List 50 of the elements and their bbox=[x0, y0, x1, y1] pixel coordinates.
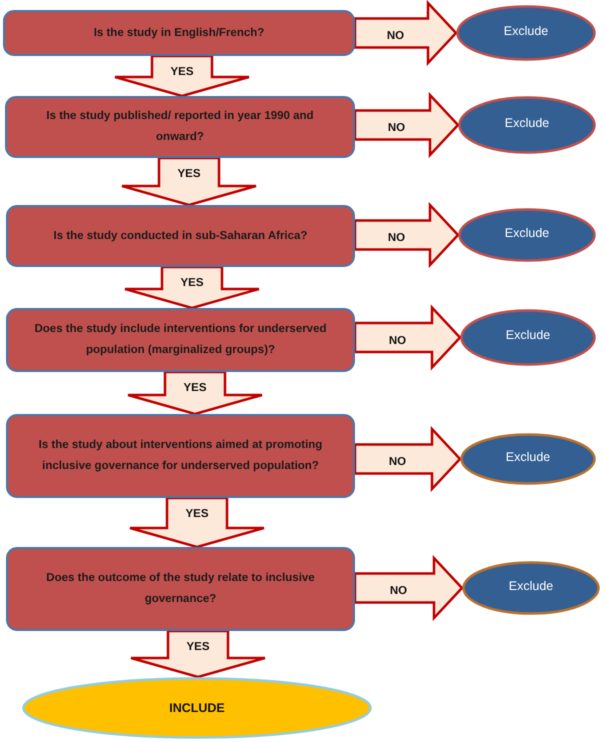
edge-label: NO bbox=[386, 29, 404, 43]
block-arrow bbox=[354, 554, 464, 622]
exclude-ellipse bbox=[462, 561, 600, 615]
edge-label: YES bbox=[186, 507, 208, 521]
question-text: Is the study published/ reported in year 1990 and onward? bbox=[45, 109, 315, 145]
edge-label: NO bbox=[388, 334, 406, 348]
question-text: Does the study include interventions for underserved population (marginalized groups)? bbox=[33, 322, 328, 358]
block-arrow bbox=[354, 92, 460, 158]
block-arrow bbox=[120, 156, 258, 206]
block-arrow bbox=[354, 304, 462, 371]
block-arrow bbox=[130, 630, 266, 678]
exclude-ellipse bbox=[460, 309, 596, 366]
outcome-text: Exclude bbox=[506, 328, 550, 344]
edge-label: NO bbox=[390, 584, 408, 598]
question-box bbox=[3, 10, 355, 56]
exclude-ellipse bbox=[460, 433, 596, 485]
question-text: Is the study conducted in sub-Saharan Africa? bbox=[54, 228, 308, 244]
edge-label: NO bbox=[388, 121, 406, 135]
outcome-text: Exclude bbox=[504, 226, 550, 242]
outcome-text: Exclude bbox=[504, 116, 550, 132]
edge-label: NO bbox=[388, 231, 406, 245]
question-box bbox=[6, 547, 355, 631]
question-box bbox=[6, 414, 355, 498]
edge-label: YES bbox=[184, 381, 206, 395]
block-arrow bbox=[354, 426, 462, 492]
question-text: Does the outcome of the study relate to inclusive governance? bbox=[45, 571, 316, 607]
exclude-ellipse bbox=[458, 96, 596, 154]
exclude-ellipse bbox=[456, 5, 596, 61]
question-box bbox=[5, 96, 355, 158]
block-arrow bbox=[114, 54, 250, 98]
question-text: Is the study in English/French? bbox=[94, 26, 264, 40]
block-arrow bbox=[128, 496, 266, 548]
edge-label: YES bbox=[180, 276, 204, 290]
edge-label: YES bbox=[178, 167, 200, 181]
block-arrow bbox=[354, 0, 458, 66]
question-box bbox=[6, 308, 355, 372]
outcome-text: Exclude bbox=[508, 578, 554, 594]
outcome-text: Exclude bbox=[504, 24, 548, 40]
exclude-ellipse bbox=[458, 208, 596, 262]
outcome-text: INCLUDE bbox=[169, 701, 225, 715]
block-arrow bbox=[126, 370, 264, 416]
edge-label: YES bbox=[186, 640, 210, 654]
block-arrow bbox=[354, 202, 460, 268]
include-ellipse bbox=[22, 677, 372, 739]
edge-label: NO bbox=[388, 455, 406, 469]
edge-label: YES bbox=[170, 65, 194, 79]
outcome-text: Exclude bbox=[506, 450, 550, 466]
question-box bbox=[6, 205, 355, 267]
block-arrow bbox=[124, 266, 260, 310]
question-text: Is the study about interventions aimed at promoting inclusive governance for underserved population? bbox=[38, 438, 324, 474]
